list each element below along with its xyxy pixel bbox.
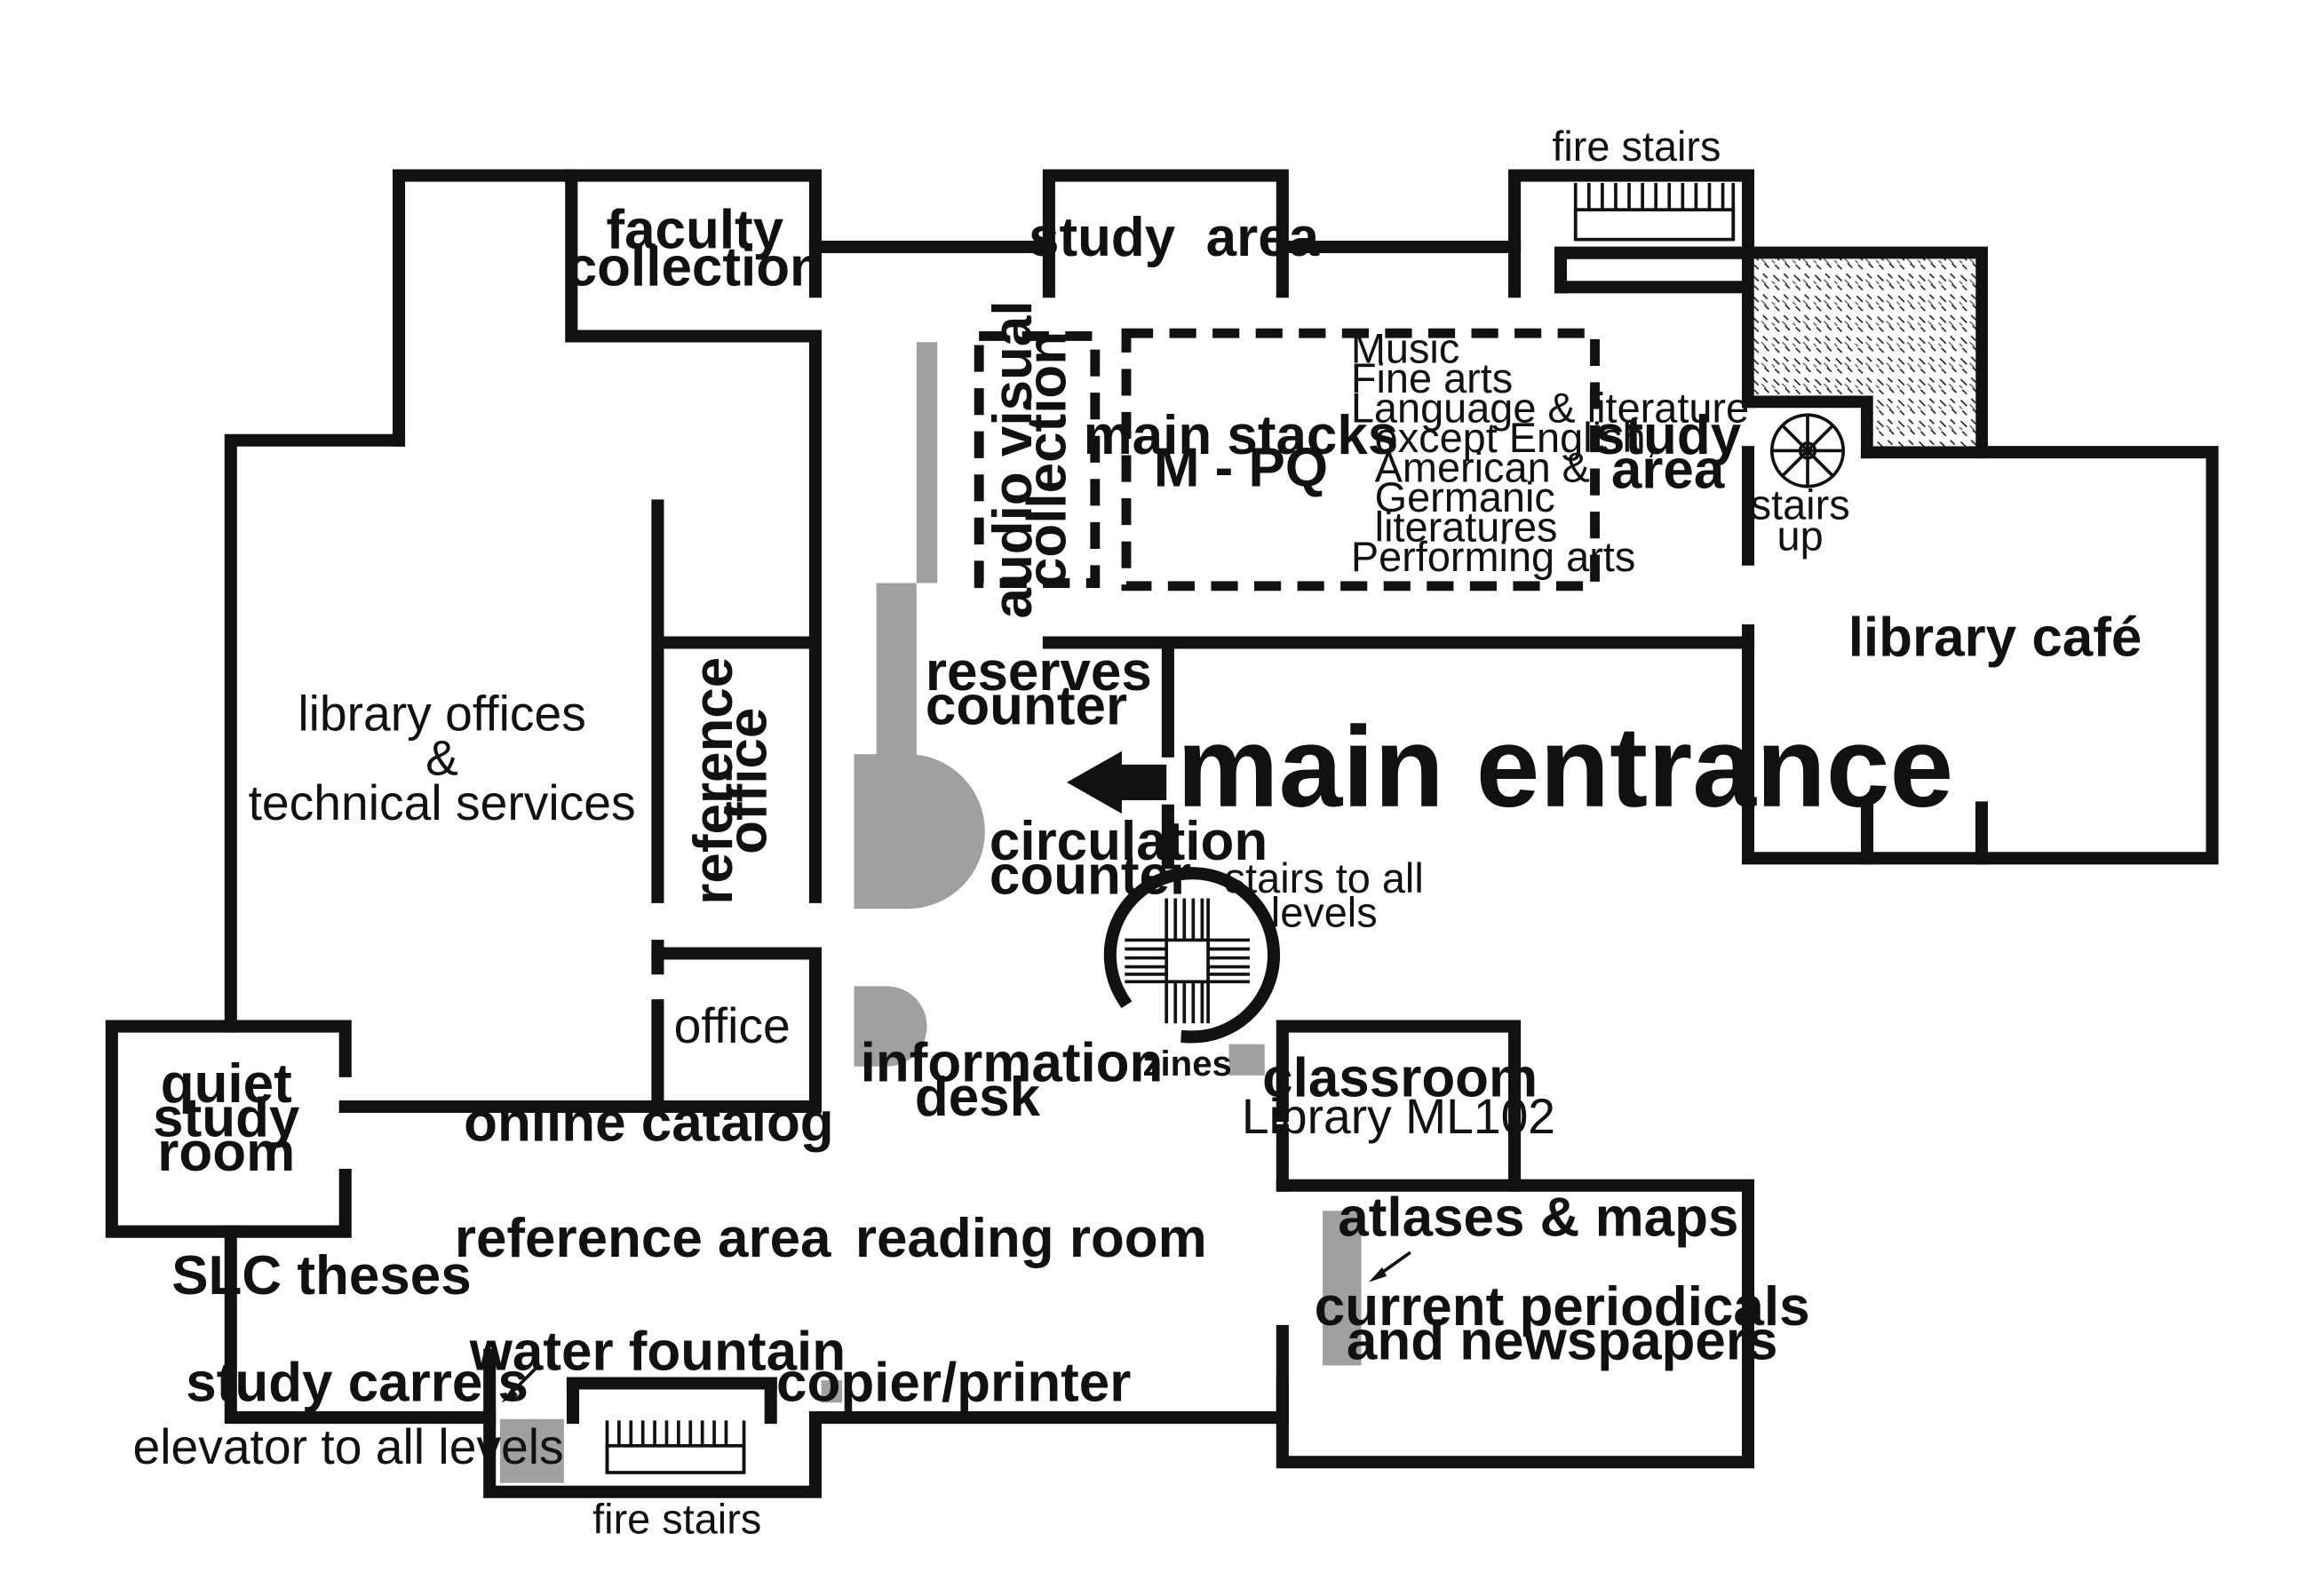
library-cafe-label: library café bbox=[1848, 607, 2142, 669]
reference-area-label: reference area bbox=[455, 1208, 831, 1269]
subject-music: Music bbox=[1351, 326, 1459, 372]
water-fountain-label: water fountain bbox=[469, 1321, 846, 1382]
library-offices-label-2: & bbox=[425, 731, 458, 786]
wall-stairs-up-box bbox=[1741, 395, 1874, 459]
study-area-right-label-2: area bbox=[1611, 439, 1725, 500]
subject-germanic: Germanic bbox=[1375, 474, 1555, 520]
wall-classroom bbox=[1276, 1020, 1522, 1192]
slc-theses-label: SLC theses bbox=[171, 1245, 471, 1306]
fixtures bbox=[499, 342, 1362, 1483]
elevator-label: elevator to all levels bbox=[132, 1419, 563, 1474]
wall-landing-top bbox=[1554, 246, 1755, 294]
fire-stairs-bottom-label: fire stairs bbox=[592, 1497, 761, 1543]
library-offices-label-1: library offices bbox=[298, 686, 585, 741]
quiet-study-room-label-1: quiet bbox=[161, 1053, 292, 1115]
reference-office-label-1: reference bbox=[683, 657, 744, 905]
zines-shelf bbox=[1228, 1044, 1265, 1076]
library-offices-label-3: technical services bbox=[249, 775, 636, 830]
stairs-up-label-2: up bbox=[1777, 513, 1824, 560]
circulation-counter-label-1: circulation bbox=[990, 811, 1268, 872]
classroom-label-2: Library ML102 bbox=[1242, 1089, 1555, 1144]
fountain-pointer-head bbox=[501, 1387, 519, 1403]
subject-literatures: literatures bbox=[1375, 504, 1558, 551]
study-carrels-label: study carrels bbox=[186, 1353, 529, 1414]
circulation-counter-label-2: counter bbox=[990, 846, 1191, 907]
wall-cafe-outer bbox=[1741, 446, 2219, 865]
wall-hatched-area bbox=[1741, 246, 1988, 459]
main-stacks-label-2: M - PQ bbox=[1154, 438, 1328, 499]
audio-visual-label-1: audio visual bbox=[982, 300, 1044, 618]
wall-office-bottom bbox=[338, 947, 822, 1114]
atlases-maps-label: atlases & maps bbox=[1338, 1187, 1738, 1249]
wall-periodicals bbox=[1276, 1179, 1755, 1469]
circulation-counter-shape bbox=[854, 754, 985, 909]
audio-visual-box bbox=[974, 331, 1101, 588]
wall-ref-office bbox=[651, 330, 822, 903]
reserves-shelf-top bbox=[916, 342, 938, 584]
subject-fine-arts: Fine arts bbox=[1351, 355, 1513, 401]
wall-west-outer bbox=[224, 433, 406, 1033]
walls bbox=[105, 169, 2219, 1498]
reserves-counter-block bbox=[876, 583, 917, 756]
copier-printer-label: copier/printer bbox=[776, 1353, 1131, 1414]
reserves-counter-label-1: reserves bbox=[926, 641, 1152, 703]
atlases-pointer-head bbox=[1368, 1266, 1387, 1282]
study-area-right-label-1: study bbox=[1594, 405, 1742, 466]
wall-study-area-top bbox=[1042, 169, 1289, 298]
subject-language: Language & literature bbox=[1351, 385, 1749, 432]
labels: faculty collection study area fire stair… bbox=[132, 123, 2142, 1543]
stairs-up-label-1: stairs bbox=[1751, 481, 1850, 528]
faculty-collection-label-2: collection bbox=[567, 237, 823, 298]
classroom-label-1: classroom bbox=[1262, 1047, 1538, 1108]
wall-south-west bbox=[224, 1225, 1289, 1498]
spiral-stairs-up-icon bbox=[1769, 413, 1846, 488]
reference-office-label-2: office bbox=[718, 708, 779, 854]
fire-stairs-top-label: fire stairs bbox=[1552, 123, 1721, 170]
office-label: office bbox=[674, 998, 791, 1053]
information-desk-shape bbox=[854, 986, 927, 1067]
reserves-counter-label-2: counter bbox=[926, 676, 1127, 737]
copier-printer-block bbox=[821, 1380, 843, 1403]
faculty-collection-label-1: faculty bbox=[606, 200, 783, 261]
quiet-study-room-label-3: room bbox=[157, 1122, 295, 1183]
stairs-all-levels-label-2: levels bbox=[1271, 889, 1378, 935]
hatched-floor-area-2 bbox=[1872, 395, 1976, 447]
main-stacks-box bbox=[1121, 328, 1600, 592]
hatched-floor-area bbox=[1753, 258, 1976, 396]
elevator-block bbox=[499, 1418, 564, 1483]
fire-stairs-top-icon bbox=[1573, 182, 1736, 242]
subject-american: American & bbox=[1375, 445, 1590, 491]
atlases-shelf bbox=[1323, 1211, 1362, 1366]
quiet-study-room-label-2: study bbox=[153, 1088, 300, 1149]
main-entrance-arrow-icon bbox=[1066, 750, 1167, 814]
subject-except-english: except English, bbox=[1375, 415, 1657, 461]
information-desk-label-1: information bbox=[861, 1033, 1164, 1094]
online-catalog-label: online catalog bbox=[464, 1092, 834, 1154]
stairs-all-levels-label-1: stairs to all bbox=[1225, 855, 1424, 901]
current-periodicals-label-2: and newspapers bbox=[1347, 1311, 1777, 1372]
current-periodicals-label-1: current periodicals bbox=[1315, 1276, 1810, 1338]
fire-stairs-bottom-icon bbox=[605, 1420, 746, 1474]
audio-visual-label-2: collection bbox=[1016, 331, 1077, 588]
stairs-all-levels-icon bbox=[1103, 867, 1281, 1044]
study-area-top-label: study area bbox=[1029, 207, 1320, 268]
zines-label: zines bbox=[1142, 1044, 1232, 1084]
subject-performing-arts: Performing arts bbox=[1351, 534, 1635, 580]
main-entrance-label: main entrance bbox=[1177, 703, 1953, 831]
information-desk-label-2: desk bbox=[915, 1067, 1041, 1128]
reading-room-label: reading room bbox=[855, 1208, 1207, 1269]
main-stacks-label-1: main stacks bbox=[1084, 405, 1399, 466]
